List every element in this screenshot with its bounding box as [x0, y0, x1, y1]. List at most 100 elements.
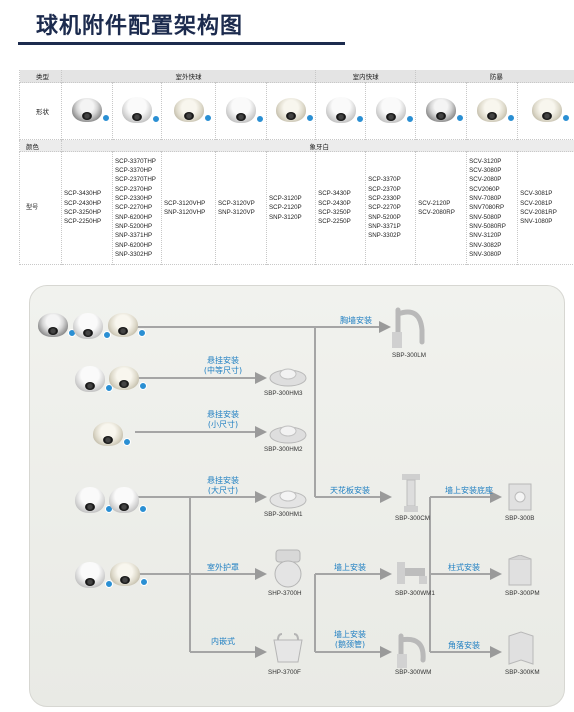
pendant-mount-icon — [269, 425, 307, 444]
model-item: SNV-7080P — [469, 195, 502, 203]
pendant-mount-icon — [269, 490, 307, 509]
wall-base-icon — [508, 483, 532, 511]
model-sbp-300hm1: SBP-300HM1 — [264, 511, 303, 518]
model-item: SCP-3430HP — [64, 190, 102, 198]
model-item: SNP-5200P — [368, 213, 401, 221]
ptz-camera-icon — [73, 313, 111, 339]
model-item: SNP-3371P — [368, 222, 401, 230]
label-outdoor-housing: 室外护罩 — [207, 563, 239, 572]
model-item: SCP-3120VHP — [164, 199, 206, 207]
model-item: SCV2060P — [469, 185, 500, 193]
model-item: SNV-5080P — [469, 213, 502, 221]
model-sbp-300hm3: SBP-300HM3 — [264, 390, 303, 397]
model-item: SNP-3302HP — [115, 250, 153, 258]
model-item: SCV-2080RP — [418, 209, 455, 216]
model-sbp-300wm1: SBP-300WM1 — [395, 590, 435, 597]
model-cell: SCV-2120P SCV-2080RP — [415, 151, 467, 265]
model-item: SCV-3081P — [520, 190, 553, 198]
ceiling-mount-icon — [402, 474, 420, 512]
dome-camera-icon — [532, 98, 571, 122]
model-sbp-300pm: SBP-300PM — [505, 590, 540, 597]
model-item: SCP-2250P — [318, 218, 351, 226]
model-item: SCP-3370THP — [115, 157, 156, 165]
model-item: SCP-2370HP — [115, 185, 153, 193]
model-shp-3700f: SHP-3700F — [268, 669, 301, 676]
model-item: SCP-2330P — [368, 195, 401, 203]
model-sbp-300lm: SBP-300LM — [392, 352, 426, 359]
ptz-camera-icon — [110, 562, 148, 586]
model-item: SCV-2120P — [418, 199, 451, 207]
label-wall-neck: 墙上安装 (鹅颈管) — [334, 630, 366, 649]
shape-cell — [112, 82, 162, 140]
model-item: SCP-2270P — [368, 204, 401, 212]
ptz-camera-icon — [38, 313, 76, 337]
model-item: SNP-6200HP — [115, 241, 153, 249]
model-item: SNV-3080P — [469, 250, 502, 258]
outdoor-housing-icon — [274, 549, 302, 588]
shape-cell — [517, 82, 574, 140]
label-corner: 角落安装 — [448, 641, 480, 650]
model-item: SCV-3080P — [469, 167, 502, 175]
model-cell: SCP-3120VP SNP-3120VP — [215, 151, 267, 265]
model-item: SCV-2080P — [469, 176, 502, 184]
ptz-camera-icon — [109, 366, 147, 390]
row-label-shape: 形状 — [19, 82, 62, 140]
ptz-camera-icon — [109, 487, 147, 513]
wall-mount-icon — [397, 562, 427, 584]
model-item: SCP-2250HP — [64, 218, 102, 226]
model-item: SCP-2430HP — [64, 199, 102, 207]
color-row: 颜色 象牙白 — [19, 139, 574, 152]
dome-camera-icon — [426, 98, 465, 122]
model-item: SCP-2370P — [368, 185, 401, 193]
wall-arm-bracket-icon — [392, 307, 425, 348]
label-pendant-large: 悬挂安装 (大尺寸) — [207, 476, 239, 495]
label-wall-base: 墙上安装底座 — [445, 486, 493, 495]
label-flush: 内嵌式 — [211, 637, 235, 646]
model-item: SNP-3120P — [269, 213, 302, 221]
header-vandal: 防暴 — [415, 70, 574, 83]
model-item: SCP-2270HP — [115, 204, 153, 212]
model-item: SCP-2370THP — [115, 176, 156, 184]
ptz-camera-icon — [72, 98, 110, 122]
model-sbp-300wm: SBP-300WM — [395, 669, 432, 676]
ptz-camera-icon — [226, 97, 264, 123]
model-sbp-300km: SBP-300KM — [505, 669, 540, 676]
ptz-camera-icon — [325, 97, 364, 123]
model-item: SCP-2330HP — [115, 195, 153, 203]
label-wall: 墙上安装 — [334, 563, 366, 572]
model-sbp-300hm2: SBP-300HM2 — [264, 446, 303, 453]
title-underline — [18, 42, 345, 45]
model-item: SCP-3430P — [318, 190, 351, 198]
label-wall-chest: 胸墙安装 — [340, 316, 372, 325]
ptz-camera-icon — [75, 487, 113, 513]
row-label-color: 颜色 — [19, 139, 62, 152]
model-item: SNP-3120VP — [218, 209, 255, 216]
ptz-camera-icon — [122, 97, 160, 123]
shape-cell — [161, 82, 216, 140]
model-sbp-300b: SBP-300B — [505, 515, 535, 522]
ptz-camera-icon — [75, 366, 113, 392]
model-item: SCP-3250HP — [64, 209, 102, 216]
model-item: SNP-3302P — [368, 232, 401, 240]
header-type: 类型 — [19, 70, 62, 83]
model-item: SNV7080RP — [469, 204, 505, 212]
ptz-camera-icon — [375, 97, 414, 123]
header-indoor: 室内快球 — [315, 70, 416, 83]
shape-cell — [265, 82, 316, 140]
corner-mount-icon — [508, 631, 534, 665]
model-item: SNV-5080RP — [469, 222, 506, 230]
shape-cell — [365, 82, 416, 140]
model-item: SNP-3120VHP — [164, 209, 206, 216]
dome-camera-icon — [477, 98, 516, 122]
ptz-camera-icon — [93, 422, 131, 446]
model-item: SCP-3120VP — [218, 199, 255, 207]
model-sbp-300cm: SBP-300CM — [395, 515, 430, 522]
shape-cell — [61, 82, 113, 140]
